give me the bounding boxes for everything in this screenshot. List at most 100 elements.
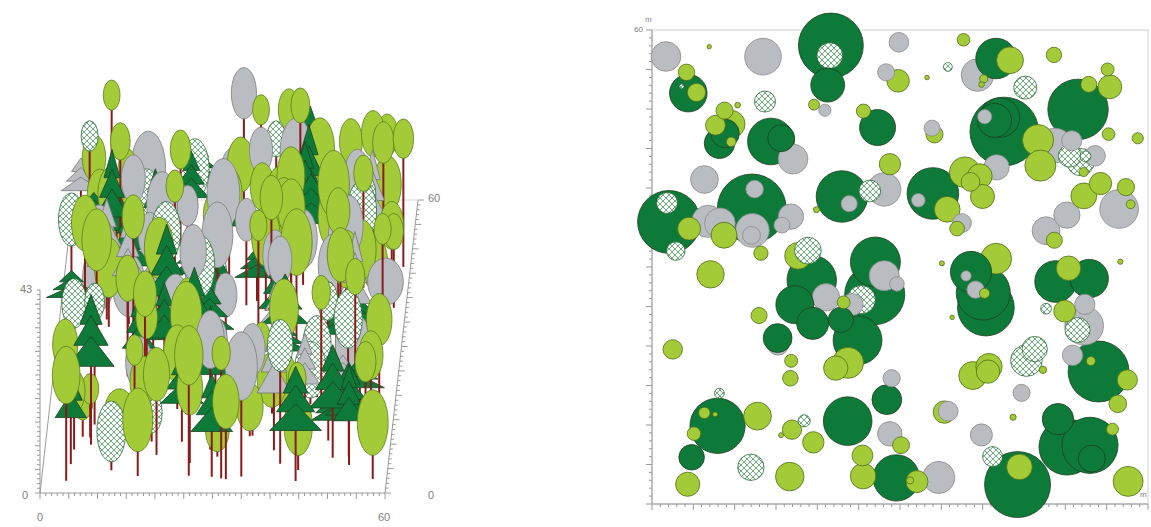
axis-tick	[883, 504, 884, 507]
axis-tick	[652, 504, 653, 510]
axis-tick	[858, 504, 859, 510]
crown-projection	[1014, 76, 1037, 99]
axis-tick	[646, 346, 652, 347]
axis-tick	[404, 322, 410, 323]
crown-projection	[824, 356, 848, 380]
broadleaf-crown	[213, 374, 240, 429]
axis-tick	[393, 419, 399, 420]
crown-projection	[638, 191, 701, 254]
crown-projection	[813, 207, 819, 213]
broadleaf-crown	[143, 347, 169, 401]
axis-tick	[37, 384, 40, 385]
axis-tick	[398, 380, 401, 381]
axis-tick	[649, 480, 652, 481]
crown-projection	[714, 388, 724, 398]
crown-projection	[1100, 190, 1139, 229]
axis-tick	[37, 332, 40, 333]
axis-tick	[646, 267, 652, 268]
axis-tick	[1090, 504, 1091, 507]
axis-label: 60	[634, 26, 643, 34]
axis-tick	[403, 331, 406, 332]
crown-projection	[1054, 300, 1076, 322]
broadleaf-crown	[355, 341, 376, 382]
axis-tick	[172, 493, 173, 496]
axis-tick	[37, 483, 40, 484]
axis-tick	[37, 450, 40, 451]
crown-projection	[713, 412, 718, 417]
crown-projection	[950, 221, 965, 236]
axis-tick	[392, 429, 395, 430]
axis-tick	[649, 338, 652, 339]
crown-projection	[828, 307, 853, 332]
axis-tick	[668, 504, 669, 507]
crown-projection	[979, 288, 989, 298]
crown-projection	[907, 477, 914, 484]
axis-tick	[195, 493, 196, 496]
axis-tick	[416, 214, 419, 215]
axis-tick	[646, 425, 652, 426]
axis-tick	[97, 493, 98, 499]
crown-projection	[841, 196, 857, 212]
crown-projection	[716, 102, 733, 119]
crown-projection	[878, 64, 895, 81]
crown-projection	[803, 432, 824, 453]
axis-tick	[409, 278, 412, 279]
axis-tick	[414, 239, 417, 240]
axis-tick	[37, 426, 40, 427]
broadleaf-crown	[393, 119, 414, 159]
crown-projection	[961, 173, 980, 192]
axis-tick	[387, 473, 390, 474]
axis-tick	[742, 504, 743, 507]
axis-tick	[399, 370, 405, 371]
axis-tick	[933, 504, 934, 507]
axis-tick	[229, 493, 230, 496]
axis-tick	[37, 488, 40, 489]
axis-tick	[404, 326, 407, 327]
axis-tick	[37, 360, 40, 361]
axis-tick	[388, 463, 391, 464]
axis-tick	[649, 377, 652, 378]
axis-tick	[406, 302, 409, 303]
axis-tick	[649, 290, 652, 291]
axis-tick	[649, 274, 652, 275]
axis-tick	[206, 493, 207, 496]
crown-projection	[997, 47, 1024, 74]
axis-tick	[37, 299, 40, 300]
axis-tick	[649, 37, 652, 38]
crown-projection	[678, 217, 701, 240]
axis-tick	[252, 493, 253, 496]
axis-tick	[416, 219, 419, 220]
axis-tick	[649, 140, 652, 141]
axis-tick	[35, 469, 40, 470]
axis-tick	[35, 304, 40, 305]
crown-projection	[795, 237, 822, 264]
axis-tick	[37, 290, 40, 291]
axis-tick	[74, 493, 75, 496]
axis-tick	[37, 436, 40, 437]
crown-projection	[1109, 395, 1127, 413]
axis-tick	[407, 297, 413, 298]
axis-tick	[367, 493, 368, 496]
axis-tick	[649, 448, 652, 449]
broadleaf-crown	[373, 122, 394, 164]
axis-tick	[891, 504, 892, 507]
axis-tick	[649, 93, 652, 94]
crown-projection	[707, 45, 711, 49]
crown-projection	[1117, 179, 1134, 196]
axis-label: 60	[378, 512, 390, 523]
crown-projection	[1046, 232, 1062, 248]
axis-label: 0	[22, 490, 28, 501]
crown-projection	[816, 171, 867, 222]
axis-tick	[646, 306, 652, 307]
axis-tick	[410, 268, 413, 269]
axis-tick	[718, 504, 719, 507]
axis-tick	[649, 180, 652, 181]
broadleaf-crown	[97, 401, 126, 462]
axis-tick	[649, 116, 652, 117]
axis-tick	[676, 504, 677, 507]
axis-tick	[37, 459, 40, 460]
axis-tick	[37, 464, 40, 465]
axis-tick	[1073, 504, 1074, 507]
axis-tick	[1081, 504, 1082, 507]
axis-tick	[35, 493, 40, 494]
